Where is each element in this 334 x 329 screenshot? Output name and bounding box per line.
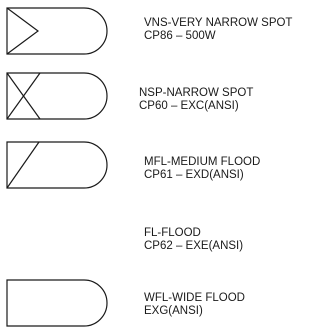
lamp-type-spec: CP61 – EXD(ANSI) bbox=[144, 169, 244, 181]
lamp-type-spec: EXG(ANSI) bbox=[144, 305, 203, 317]
nsp-lamp-icon bbox=[6, 72, 108, 120]
lamp-type-spec: CP86 – 500W bbox=[144, 30, 216, 42]
lamp-type-name: MFL-MEDIUM FLOOD bbox=[144, 156, 261, 168]
vns-lamp-icon bbox=[6, 7, 108, 55]
vns-label: VNS-VERY NARROW SPOT CP86 – 500W bbox=[144, 17, 292, 43]
lamp-type-name: VNS-VERY NARROW SPOT bbox=[144, 17, 293, 29]
mfl-lamp-icon bbox=[6, 141, 108, 189]
lamp-type-name: NSP-NARROW SPOT bbox=[139, 87, 254, 99]
fl-label: FL-FLOOD CP62 – EXE(ANSI) bbox=[144, 227, 243, 253]
lamp-type-spec: CP60 – EXC(ANSI) bbox=[139, 100, 239, 112]
wfl-label: WFL-WIDE FLOOD EXG(ANSI) bbox=[144, 292, 245, 318]
lamp-type-name: FL-FLOOD bbox=[144, 227, 201, 239]
nsp-label: NSP-NARROW SPOT CP60 – EXC(ANSI) bbox=[139, 87, 253, 113]
mfl-label: MFL-MEDIUM FLOOD CP61 – EXD(ANSI) bbox=[144, 156, 260, 182]
lamp-type-name: WFL-WIDE FLOOD bbox=[144, 292, 245, 304]
lamp-type-spec: CP62 – EXE(ANSI) bbox=[144, 240, 244, 252]
wfl-lamp-icon bbox=[6, 279, 108, 327]
